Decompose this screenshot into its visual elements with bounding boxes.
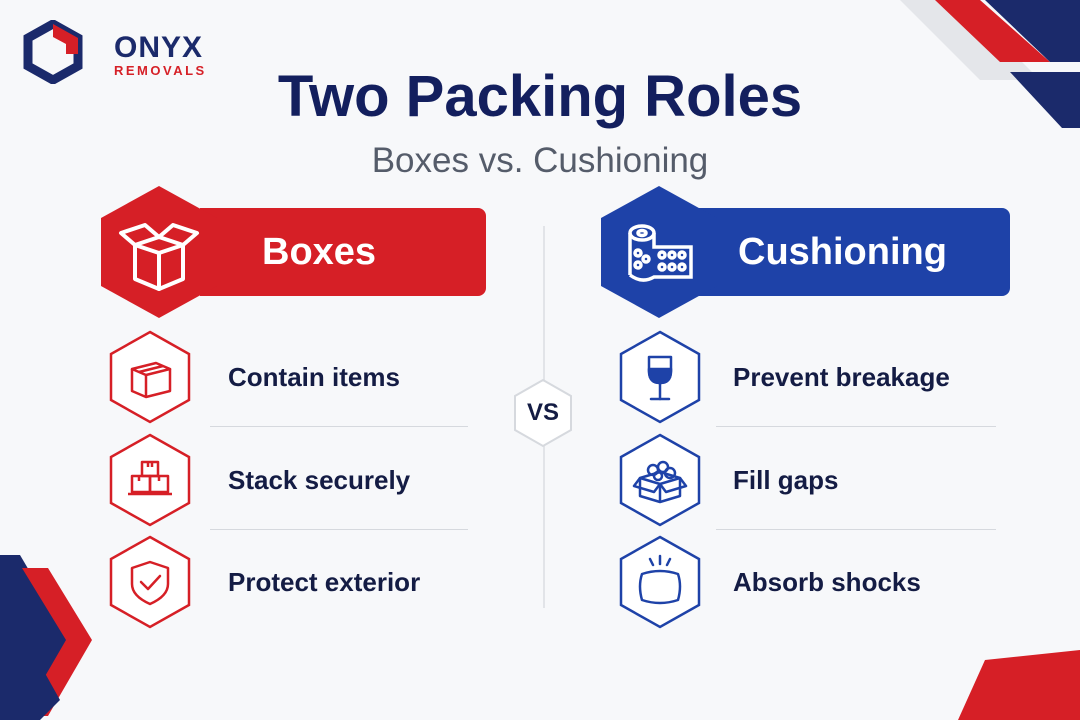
brand-logo: ONYX REMOVALS <box>22 20 222 84</box>
boxes-item-label: Stack securely <box>228 465 411 495</box>
cushioning-item-badge <box>618 329 702 425</box>
shield-check-icon <box>109 535 191 629</box>
boxes-item-badge <box>108 432 192 528</box>
page-title: Two Packing Roles <box>277 64 803 129</box>
boxes-header-banner <box>200 208 486 296</box>
boxes-item-label: Contain items <box>228 362 400 392</box>
boxes-header-badge <box>97 183 221 321</box>
brand-tagline: REMOVALS <box>114 63 207 78</box>
boxes-divider <box>210 426 468 427</box>
wine-glass-icon <box>619 330 701 424</box>
open-box-icon <box>101 186 217 318</box>
cushioning-header-label: Cushioning <box>738 231 947 273</box>
cushioning-item-badge <box>618 432 702 528</box>
vs-badge <box>511 377 575 449</box>
cushioning-divider <box>716 529 996 530</box>
boxes-header-label: Boxes <box>262 231 377 273</box>
cushioning-item-badge <box>618 534 702 630</box>
boxes-item-badge <box>108 534 192 630</box>
box-with-fill-icon <box>619 433 701 527</box>
bubble-wrap-roll-icon <box>601 186 717 318</box>
brand-name: ONYX <box>114 31 204 64</box>
hexagon-logo-icon <box>23 20 83 84</box>
vs-label: VS <box>526 399 559 426</box>
cushioning-divider <box>716 426 996 427</box>
boxes-item-badge <box>108 329 192 425</box>
cushioning-header-banner <box>684 208 1010 296</box>
cushioning-header-badge <box>597 183 721 321</box>
boxes-divider <box>210 529 468 530</box>
cushion-icon <box>619 535 701 629</box>
cushioning-item-label: Prevent breakage <box>733 362 950 392</box>
stacked-boxes-icon <box>109 433 191 527</box>
package-icon <box>109 330 191 424</box>
cushioning-item-label: Absorb shocks <box>733 567 921 597</box>
boxes-item-label: Protect exterior <box>228 567 421 597</box>
cushioning-item-label: Fill gaps <box>733 465 839 495</box>
page-subtitle: Boxes vs. Cushioning <box>371 141 709 180</box>
